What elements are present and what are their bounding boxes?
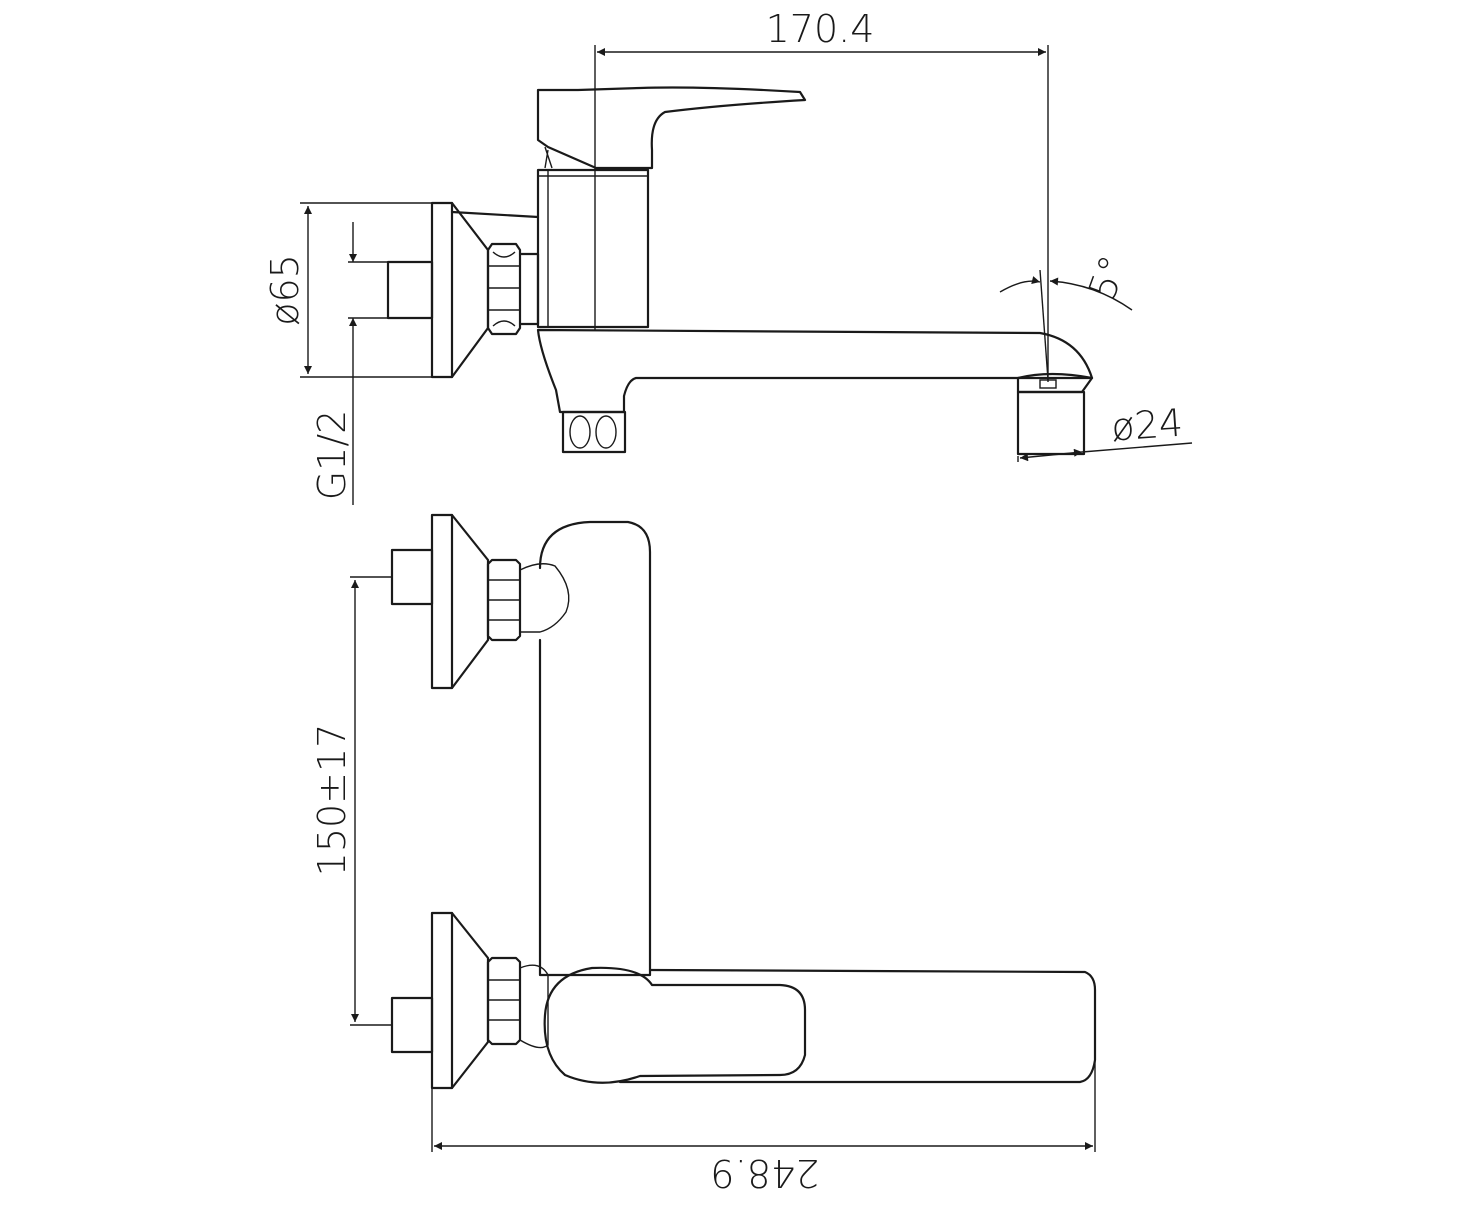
top-vertical-body (538, 520, 652, 977)
top-hex-nut-lower (486, 956, 522, 1046)
side-aerator-body (1016, 390, 1086, 456)
top-lever (543, 966, 807, 1084)
side-spout (536, 328, 1094, 414)
top-hex-nut-upper (486, 558, 522, 642)
dim-aerator-diameter: ø24 (1110, 401, 1185, 450)
dim-spout-reach: 170.4 (766, 7, 875, 51)
top-inlet-pipe-lower (390, 996, 434, 1054)
side-hex-nut (486, 242, 522, 336)
dim-centers: 150±17 (310, 724, 354, 877)
side-valve-body (536, 168, 650, 329)
side-inlet-pipe (386, 260, 434, 320)
top-flange-lower (430, 911, 490, 1090)
dim-thread: G1/2 (310, 410, 354, 501)
dim-spout-angle: 5° (1080, 250, 1136, 306)
dim-overall-width: 248.9 (711, 1151, 820, 1195)
top-horizontal-spout (618, 968, 1097, 1084)
side-aerator (1016, 372, 1094, 394)
dim-flange-diameter: ø65 (263, 254, 307, 326)
side-view (386, 86, 1094, 456)
top-inlet-pipe-upper (390, 548, 434, 606)
side-wall-flange (430, 201, 490, 379)
top-view (390, 513, 1097, 1090)
top-flange-upper (430, 513, 490, 690)
dimensions: 170.4 ø65 G1/2 5° ø24 150±17 248.9 (263, 7, 1193, 1195)
side-bottom-nut (561, 410, 627, 454)
side-lever-handle (536, 86, 807, 170)
